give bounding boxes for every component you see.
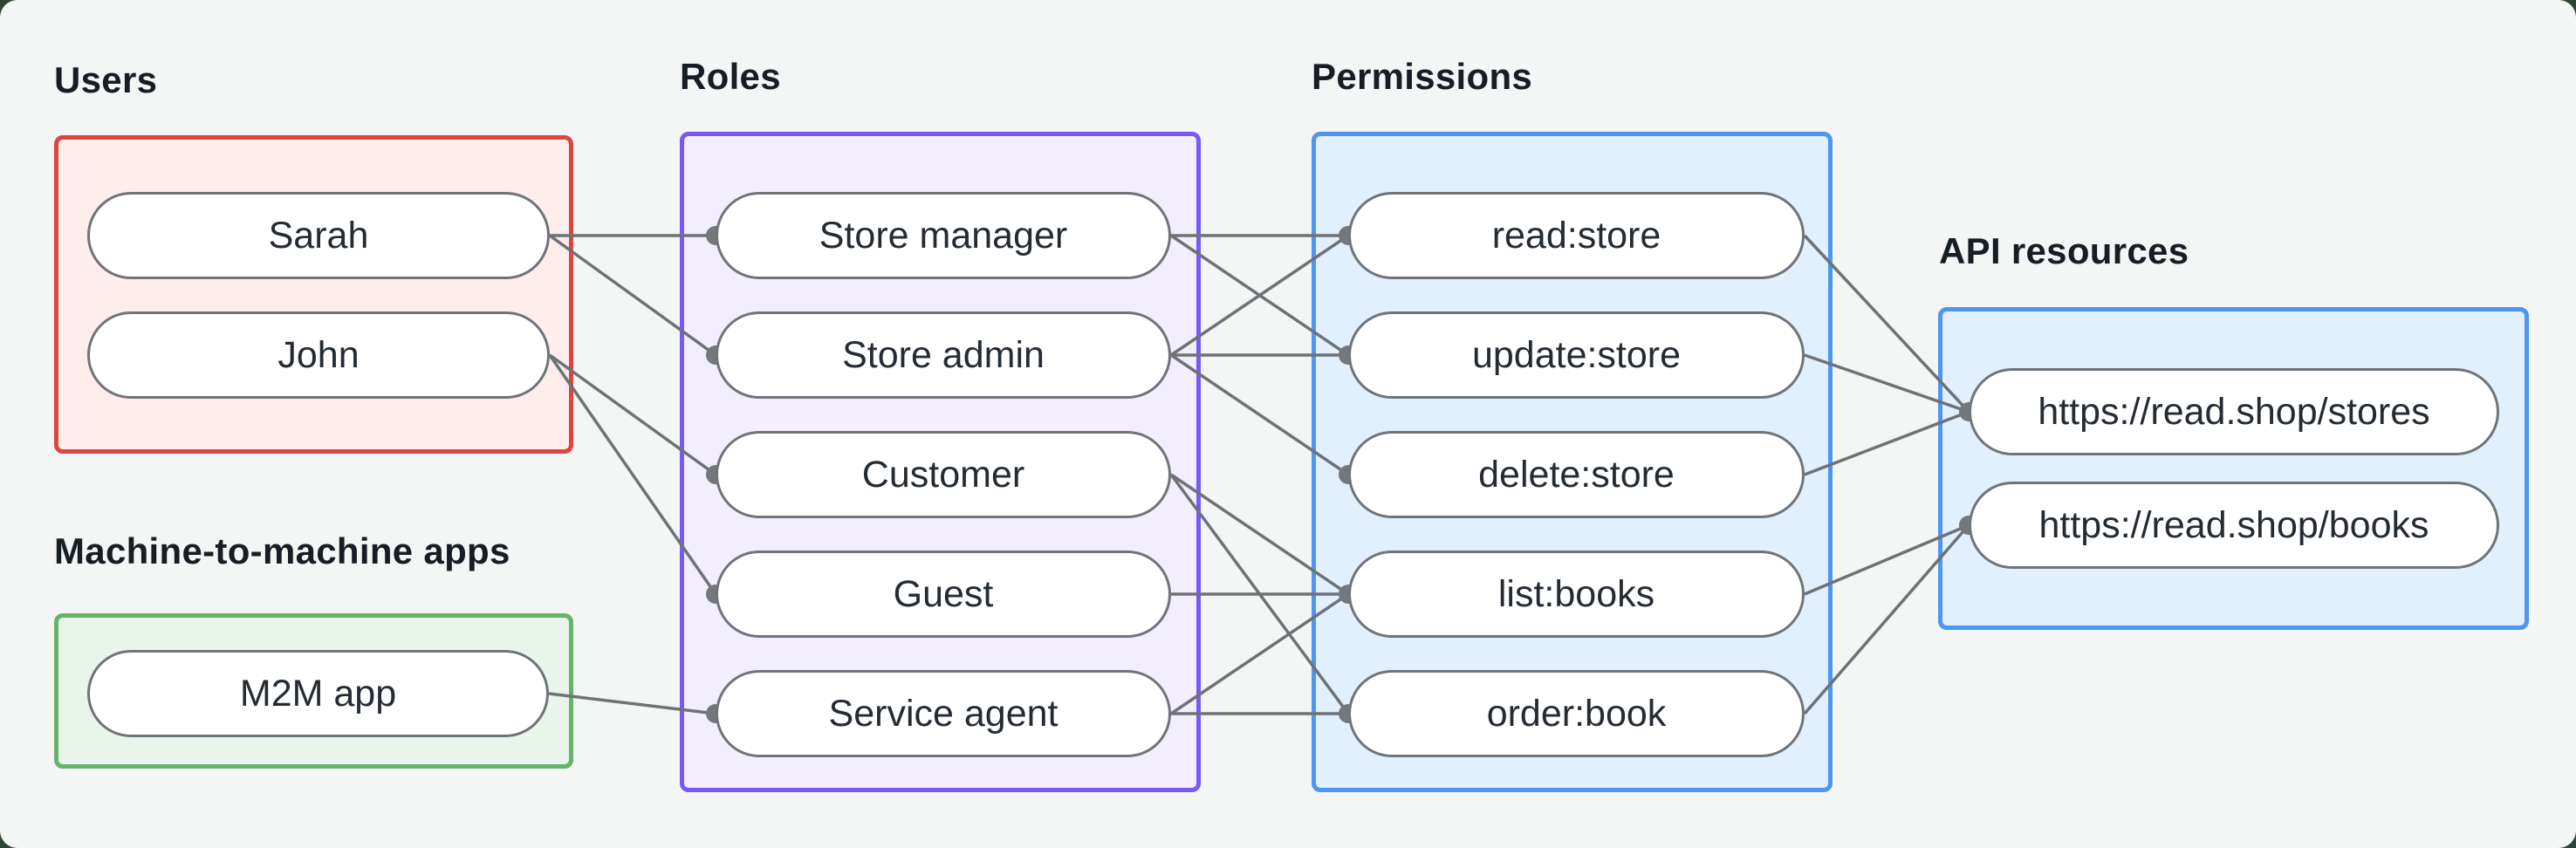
node-permission-delete-store: delete:store <box>1348 431 1805 518</box>
edge-list_books-to-books_api <box>1804 523 1970 596</box>
node-label: list:books <box>1497 572 1655 615</box>
node-user-john: John <box>87 311 550 399</box>
node-user-sarah: Sarah <box>87 192 550 279</box>
node-label: https://read.shop/books <box>2038 503 2429 546</box>
m2m-group-label: Machine-to-machine apps <box>54 530 510 571</box>
edge-john-to-guest <box>548 354 717 595</box>
node-api-resource-stores: https://read.shop/stores <box>1969 368 2499 455</box>
node-label: Customer <box>861 453 1025 496</box>
node-permission-list-books: list:books <box>1348 551 1805 638</box>
node-label: https://read.shop/stores <box>2038 390 2430 433</box>
edge-update_store-to-stores_api <box>1804 353 1970 414</box>
node-role-store-manager: Store manager <box>716 192 1171 279</box>
node-role-guest: Guest <box>716 551 1171 638</box>
edge-store_admin-to-delete_store <box>1170 353 1349 476</box>
edge-service_agent-to-list_books <box>1170 592 1349 715</box>
edge-john-to-customer <box>548 353 717 476</box>
node-label: order:book <box>1486 692 1667 735</box>
edge-customer-to-list_books <box>1170 473 1349 596</box>
users-group-box <box>54 135 573 454</box>
users-group-label: Users <box>54 59 158 100</box>
edge-order_book-to-books_api <box>1803 523 1970 715</box>
edge-delete_store-to-stores_api <box>1804 410 1970 476</box>
edge-m2m_app-to-service_agent <box>548 692 716 715</box>
permissions-group-label: Permissions <box>1312 56 1533 97</box>
edge-store_admin-to-read_store <box>1170 234 1349 357</box>
node-label: John <box>277 333 360 376</box>
node-label: delete:store <box>1478 453 1675 496</box>
api-resources-group-label: API resources <box>1939 230 2189 271</box>
node-permission-read-store: read:store <box>1348 192 1805 279</box>
edge-read_store-to-stores_api <box>1803 234 1970 414</box>
node-label: M2M app <box>239 672 397 715</box>
node-label: read:store <box>1491 214 1661 256</box>
edge-sarah-to-store_admin <box>548 234 717 357</box>
node-label: Guest <box>893 572 994 615</box>
node-api-resource-books: https://read.shop/books <box>1969 482 2499 569</box>
node-label: Service agent <box>828 692 1058 735</box>
node-label: Store manager <box>819 214 1068 256</box>
api-resources-group-box <box>1938 307 2529 630</box>
node-permission-order-book: order:book <box>1348 670 1805 757</box>
roles-group-label: Roles <box>680 56 781 97</box>
node-permission-update-store: update:store <box>1348 311 1805 399</box>
node-role-customer: Customer <box>716 431 1171 518</box>
node-label: Sarah <box>268 214 369 256</box>
node-role-service-agent: Service agent <box>716 670 1171 757</box>
node-label: Store admin <box>842 333 1045 376</box>
node-label: update:store <box>1471 333 1682 376</box>
node-role-store-admin: Store admin <box>716 311 1171 399</box>
node-m2m-app: M2M app <box>87 650 549 737</box>
